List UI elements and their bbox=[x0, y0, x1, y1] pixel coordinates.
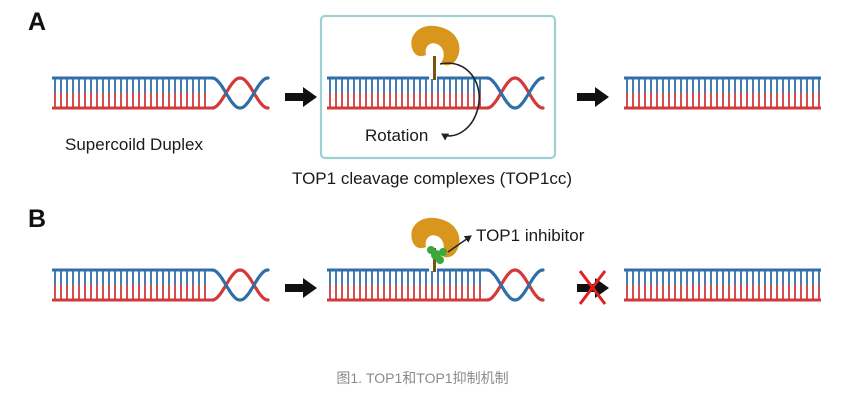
supercoiled-duplex-label: Supercoild Duplex bbox=[65, 135, 203, 154]
top1cc-label: TOP1 cleavage complexes (TOP1cc) bbox=[292, 169, 572, 188]
relaxed-duplex-b bbox=[624, 268, 821, 302]
rotation-label: Rotation bbox=[365, 126, 428, 145]
figure-caption: 图1. TOP1和TOP1抑制机制 bbox=[336, 370, 508, 386]
inhibitor-icon bbox=[427, 246, 447, 264]
right-arrow-icon bbox=[577, 87, 609, 107]
panel-b-letter: B bbox=[28, 205, 46, 233]
inhibitor-pointer-arrow bbox=[447, 235, 472, 253]
right-arrow-icon bbox=[285, 87, 317, 107]
blocked-x-icon bbox=[578, 270, 607, 305]
top1cc-box bbox=[319, 14, 557, 160]
panel-a-letter: A bbox=[28, 8, 46, 36]
top1-enzyme-icon bbox=[411, 25, 460, 80]
cleavage-complex-duplex bbox=[327, 75, 545, 110]
trapped-complex-duplex bbox=[327, 267, 545, 302]
top1-enzyme-icon bbox=[411, 217, 460, 272]
right-arrow-icon bbox=[285, 278, 317, 298]
supercoiled-duplex-b bbox=[52, 268, 270, 302]
rotation-arrow-icon bbox=[439, 62, 480, 141]
relaxed-duplex-a bbox=[624, 76, 821, 110]
inhibitor-label: TOP1 inhibitor bbox=[476, 226, 585, 245]
supercoiled-duplex-a bbox=[52, 76, 270, 110]
